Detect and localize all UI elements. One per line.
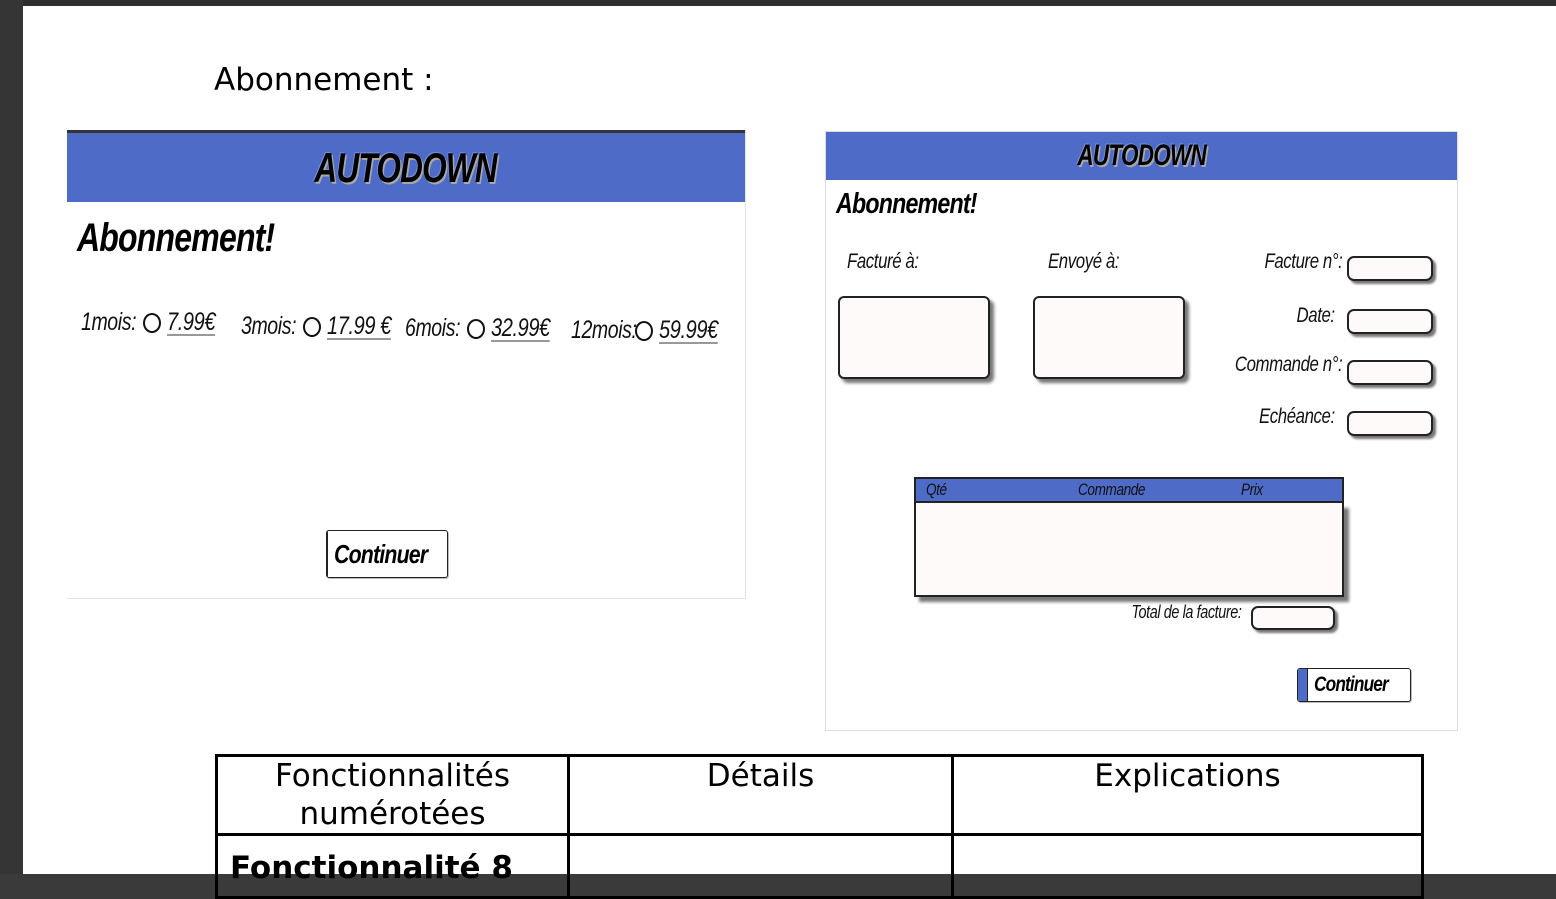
subscription-mockup: AUTODOWN Abonnement! 1mois: 7.99€ 3mois:… [67, 130, 746, 599]
explanation-cell [951, 833, 1424, 899]
features-table: Fonctionnalités numérotées Détails Expli… [215, 754, 1424, 899]
column-header-price: Prix [1241, 480, 1263, 499]
brand-logo: AUTODOWN [314, 143, 498, 191]
details-cell [567, 833, 954, 899]
column-header-qty: Qté [926, 480, 947, 499]
plan-option-1-month[interactable]: 1mois: 7.99€ [81, 308, 227, 337]
button-accent [327, 531, 328, 577]
section-title: Abonnement : [214, 62, 434, 98]
sent-to-label: Envoyé à: [1048, 250, 1120, 273]
brand-logo: AUTODOWN [1077, 139, 1206, 172]
mockup-title: Abonnement! [77, 216, 275, 260]
plan-duration: 6mois: [405, 314, 461, 342]
invoice-number-field[interactable] [1347, 256, 1433, 281]
plan-options: 1mois: 7.99€ 3mois: 17.99 € 6mois: 32.99… [81, 308, 731, 352]
invoice-total-label: Total de la facture: [1131, 602, 1241, 622]
plan-price: 7.99€ [167, 308, 216, 336]
plan-price: 59.99€ [659, 316, 718, 344]
mockup-header: AUTODOWN [67, 130, 745, 202]
document-page: Abonnement : AUTODOWN Abonnement! 1mois:… [23, 6, 1556, 899]
table-header-row: Fonctionnalités numérotées Détails Expli… [215, 754, 1424, 836]
due-date-field[interactable] [1347, 411, 1433, 436]
button-accent [1298, 669, 1308, 701]
plan-radio[interactable] [467, 318, 485, 339]
feature-name: Fonctionnalité 8 [230, 850, 513, 886]
mockup-title: Abonnement! [836, 188, 977, 220]
order-table-body [914, 503, 1344, 597]
feature-cell: Fonctionnalité 8 [215, 833, 570, 899]
order-table-header: Qté Commande Prix [914, 477, 1344, 503]
continue-button[interactable]: Continuer [1297, 668, 1411, 702]
continue-label: Continuer [334, 538, 428, 569]
mockup-header: AUTODOWN [826, 132, 1457, 180]
plan-price: 17.99 € [327, 312, 391, 340]
plan-radio[interactable] [143, 312, 161, 333]
billed-to-box[interactable] [838, 296, 990, 379]
plan-duration: 3mois: [241, 312, 297, 340]
plan-radio[interactable] [635, 320, 653, 341]
order-number-label: Commande n°: [1234, 353, 1343, 376]
plan-duration: 1mois: [81, 308, 137, 336]
order-number-field[interactable] [1347, 360, 1433, 385]
column-header-order: Commande [1078, 480, 1146, 499]
viewer-left-strip [0, 0, 23, 874]
date-field[interactable] [1347, 309, 1433, 334]
plan-price: 32.99€ [491, 314, 550, 342]
billed-to-label: Facturé à: [847, 250, 919, 273]
continue-label: Continuer [1313, 673, 1389, 696]
invoice-number-label: Facture n°: [1264, 250, 1342, 273]
plan-radio[interactable] [303, 316, 321, 337]
invoice-total-field[interactable] [1251, 606, 1335, 630]
plan-duration: 12mois: [571, 316, 637, 344]
plan-option-3-months[interactable]: 3mois: 17.99 € [241, 312, 407, 341]
table-row: Fonctionnalité 8 [215, 833, 1424, 899]
header-explanations: Explications [951, 754, 1424, 836]
due-date-label: Echéance: [1259, 405, 1335, 428]
continue-button[interactable]: Continuer [326, 530, 448, 578]
plan-option-12-months[interactable]: 12mois: 59.99€ [571, 316, 732, 345]
viewer-top-bar [0, 0, 1556, 6]
plan-option-6-months[interactable]: 6mois: 32.99€ [405, 314, 564, 343]
header-features: Fonctionnalités numérotées [215, 754, 570, 836]
date-label: Date: [1296, 304, 1336, 327]
sent-to-box[interactable] [1033, 296, 1185, 379]
invoice-mockup: AUTODOWN Abonnement! Facturé à: Envoyé à… [825, 131, 1458, 731]
header-details: Détails [567, 754, 954, 836]
